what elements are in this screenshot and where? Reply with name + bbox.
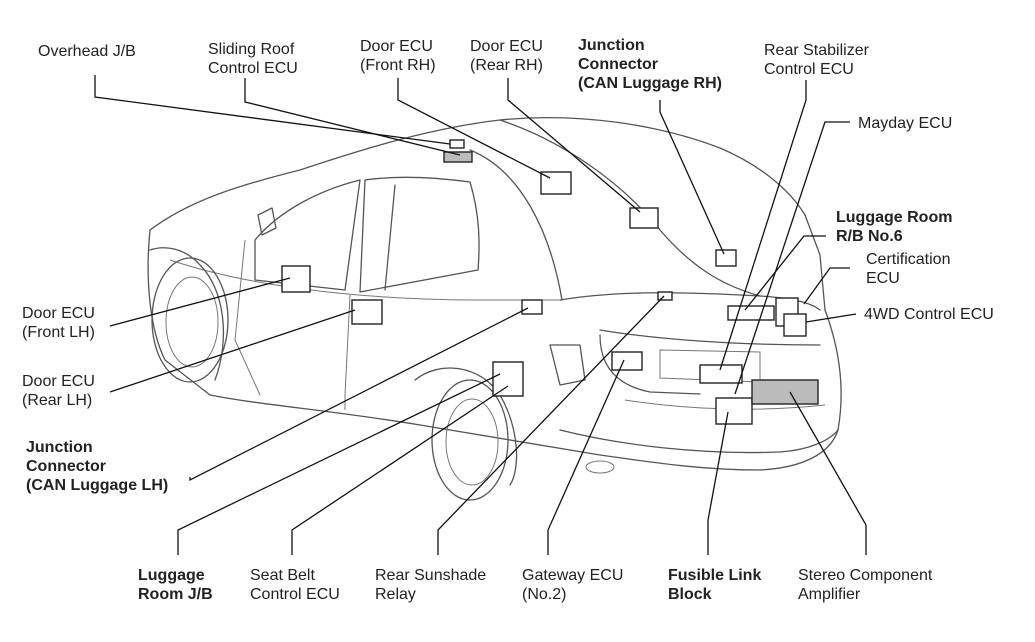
leader-certification — [803, 267, 850, 305]
junction-can-lh-part — [521, 299, 543, 315]
label-rear-sunshade-relay: Rear Sunshade Relay — [375, 567, 487, 603]
label-certification-ecu: Certification ECU — [866, 251, 951, 287]
label-door-ecu-rear-rh: Door ECU (Rear RH) — [470, 38, 543, 74]
leader-lines — [94, 75, 867, 555]
leader-door-front-lh — [109, 277, 291, 327]
door-ecu-rear-rh-part — [629, 207, 659, 229]
label-luggage-room-rb6: Luggage Room R/B No.6 — [836, 209, 953, 245]
leader-seat-belt — [291, 385, 509, 555]
leader-junction-lh — [189, 307, 529, 482]
sliding-roof-ecu-part — [443, 151, 473, 163]
junction-can-rh-part — [715, 249, 737, 267]
leader-stereo-amp — [789, 391, 867, 555]
label-stereo-component-amplifier: Stereo Component Amplifier — [798, 567, 933, 603]
fourwd-ecu-part — [783, 313, 807, 337]
component-parts — [281, 139, 819, 425]
leader-rear-sunshade — [437, 295, 665, 555]
label-gateway-ecu: Gateway ECU (No.2) — [522, 567, 624, 603]
label-overhead-jb: Overhead J/B — [38, 43, 136, 60]
leader-luggage-jb — [177, 373, 501, 555]
door-ecu-front-lh-part — [281, 265, 311, 293]
label-junction-connector-can-lh: Junction Connector (CAN Luggage LH) — [26, 439, 169, 494]
label-mayday-ecu: Mayday ECU — [858, 115, 953, 132]
leader-luggage-rb6 — [744, 235, 826, 311]
leader-gateway — [547, 359, 625, 555]
label-door-ecu-rear-lh: Door ECU (Rear LH) — [22, 373, 95, 409]
mayday-ecu-part — [727, 305, 775, 321]
leader-fusible-link — [707, 411, 729, 555]
leader-door-rear-lh — [109, 309, 356, 393]
label-seat-belt-control-ecu: Seat Belt Control ECU — [250, 567, 340, 603]
label-fusible-link-block: Fusible Link Block — [668, 567, 762, 603]
label-4wd-control-ecu: 4WD Control ECU — [864, 306, 994, 323]
fusible-link-part — [715, 397, 753, 425]
overhead-jb-part — [449, 139, 465, 149]
leader-door-rear-rh — [507, 78, 641, 213]
door-ecu-rear-lh-part — [351, 299, 383, 325]
stereo-amp-part — [751, 379, 819, 405]
leader-junction-rh — [659, 100, 725, 255]
leader-sliding-roof — [244, 78, 461, 156]
leader-rear-stabilizer — [719, 80, 807, 371]
leader-overhead-jb — [94, 75, 451, 145]
luggage-jb-part — [492, 361, 524, 397]
label-rear-stabilizer-ecu: Rear Stabilizer Control ECU — [764, 42, 869, 78]
leader-4wd — [805, 313, 857, 323]
label-sliding-roof-ecu: Sliding Roof Control ECU — [208, 41, 298, 77]
label-door-ecu-front-rh: Door ECU (Front RH) — [360, 38, 436, 74]
label-luggage-room-jb: Luggage Room J/B — [138, 567, 213, 603]
leader-mayday — [734, 121, 850, 395]
label-door-ecu-front-lh: Door ECU (Front LH) — [22, 305, 95, 341]
label-junction-connector-can-rh: Junction Connector (CAN Luggage RH) — [578, 37, 722, 92]
rear-sunshade-relay-part — [657, 291, 673, 301]
leader-door-front-rh — [397, 78, 551, 179]
gateway-ecu-part — [611, 351, 643, 371]
